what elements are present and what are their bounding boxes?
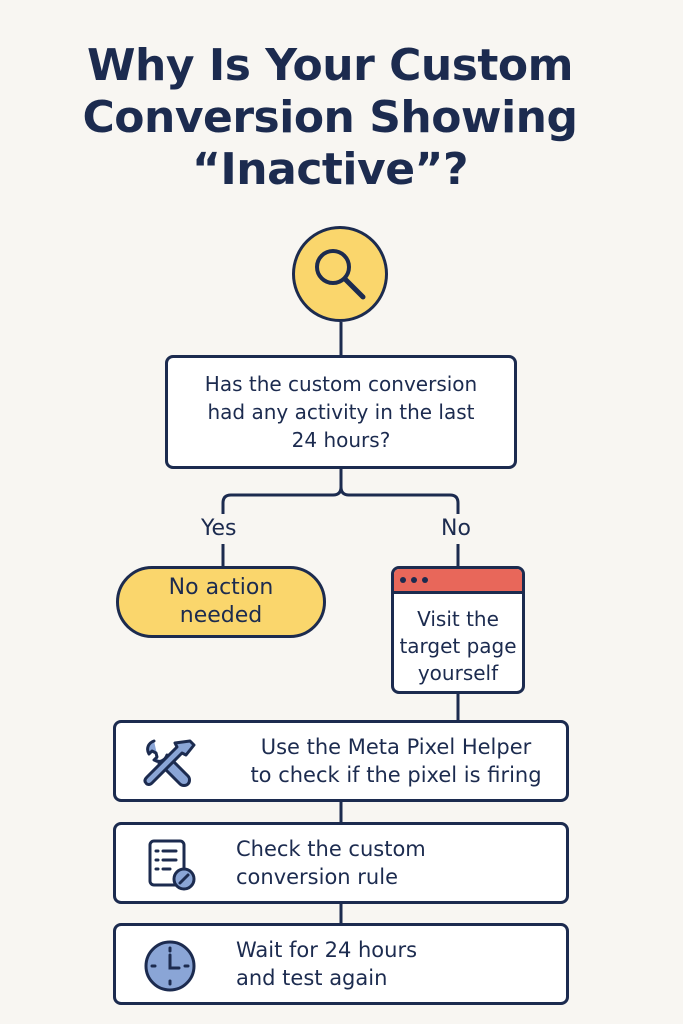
tools-icon bbox=[143, 739, 196, 787]
search-icon bbox=[315, 249, 366, 300]
step2-line-1: Check the custom bbox=[236, 837, 426, 861]
connector-yes bbox=[221, 469, 343, 514]
question-box: Has the custom conversion had any activi… bbox=[165, 355, 517, 469]
step3-line-1: Wait for 24 hours bbox=[236, 938, 418, 962]
step1-line-2: to check if the pixel is firing bbox=[250, 763, 542, 787]
question-text: Has the custom conversion had any activi… bbox=[205, 370, 477, 454]
clock-icon bbox=[144, 940, 196, 992]
no-label: No bbox=[441, 516, 471, 541]
yes-result-line-1: No action bbox=[168, 575, 274, 600]
yes-result-line-2: needed bbox=[179, 603, 263, 628]
title-line-3: “Inactive”? bbox=[192, 144, 468, 195]
page-title: Why Is Your Custom Conversion Showing “I… bbox=[0, 40, 660, 196]
no-result-line-1: Visit the bbox=[417, 607, 499, 631]
visit-text: Visit the target page yourself bbox=[394, 594, 522, 687]
step-pixel-helper-text: Use the Meta Pixel Helper to check if th… bbox=[226, 733, 566, 789]
browser-dot-icon bbox=[411, 577, 417, 583]
step-pixel-helper: Use the Meta Pixel Helper to check if th… bbox=[113, 720, 569, 802]
browser-dot-icon bbox=[422, 577, 428, 583]
browser-dot-icon bbox=[400, 577, 406, 583]
step1-line-1: Use the Meta Pixel Helper bbox=[260, 735, 532, 759]
no-result-line-3: yourself bbox=[417, 661, 499, 685]
step-wait-text: Wait for 24 hours and test again bbox=[236, 936, 417, 992]
step2-line-2: conversion rule bbox=[236, 865, 398, 889]
step-wait: Wait for 24 hours and test again bbox=[113, 923, 569, 1005]
no-result-line-2: target page bbox=[399, 634, 517, 658]
question-line-2: had any activity in the last bbox=[207, 400, 475, 424]
visit-target-page-node: Visit the target page yourself bbox=[391, 566, 525, 694]
step3-line-2: and test again bbox=[236, 966, 388, 990]
step-check-rule: Check the custom conversion rule bbox=[113, 822, 569, 904]
connector-no bbox=[339, 486, 460, 514]
title-line-1: Why Is Your Custom bbox=[86, 40, 574, 91]
question-line-1: Has the custom conversion bbox=[204, 372, 478, 396]
yes-label: Yes bbox=[201, 516, 237, 541]
checklist-icon bbox=[148, 839, 196, 891]
browser-window-icon bbox=[394, 569, 522, 594]
step-check-rule-text: Check the custom conversion rule bbox=[236, 835, 426, 891]
title-line-2: Conversion Showing bbox=[82, 92, 578, 143]
no-action-needed-node: No action needed bbox=[116, 566, 326, 638]
question-line-3: 24 hours? bbox=[291, 428, 391, 452]
start-node bbox=[292, 226, 388, 322]
